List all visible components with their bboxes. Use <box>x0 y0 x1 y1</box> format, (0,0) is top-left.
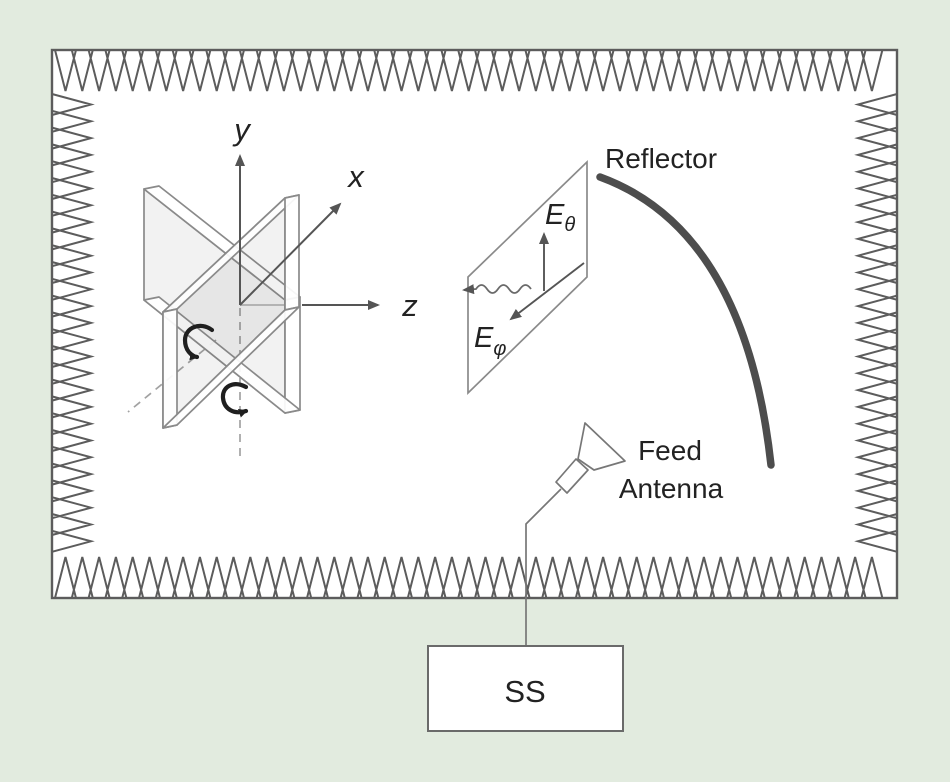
absorber-wall-left <box>51 93 95 553</box>
z-axis-label: z <box>401 288 418 323</box>
e-phi-label: Eφ <box>474 322 506 360</box>
e-phi-arrow <box>509 262 585 321</box>
x-axis-label: x <box>346 159 365 194</box>
e-theta-label: Eθ <box>545 199 575 236</box>
x-axis <box>239 202 342 306</box>
y-axis-label: y <box>232 112 252 147</box>
signal-source: SS <box>427 645 624 732</box>
feed-antenna: Feed Antenna <box>525 422 724 646</box>
polarization-plane: Eθ Eφ <box>462 159 588 396</box>
feed-horn-icon <box>577 422 626 471</box>
panel-2-left-end <box>162 308 178 429</box>
reflector-label: Reflector <box>605 143 717 174</box>
feed-cable <box>525 488 562 646</box>
signal-source-label: SS <box>504 674 545 709</box>
absorber-wall-top <box>54 49 884 92</box>
aut-crossed-panels: y x z <box>127 112 418 460</box>
wave-propagation-arrow <box>462 284 532 295</box>
panel-2 <box>162 194 300 429</box>
plane-outline <box>467 159 588 396</box>
panel-2-bottom-edge <box>162 306 300 429</box>
rotation-arrow-x-axis <box>182 323 215 361</box>
reflector: Reflector <box>596 143 775 469</box>
panel-1-bottom-edge <box>143 296 301 414</box>
rotation-arrow-y-axis <box>220 382 249 418</box>
absorber-wall-right <box>854 93 898 553</box>
feed-antenna-label-line2: Antenna <box>619 473 724 504</box>
feed-antenna-label-line1: Feed <box>638 435 702 466</box>
feed-waveguide-icon <box>555 458 589 494</box>
signal-source-box <box>427 645 624 732</box>
reflector-arc <box>596 173 775 469</box>
absorber-wall-bottom <box>54 556 884 599</box>
